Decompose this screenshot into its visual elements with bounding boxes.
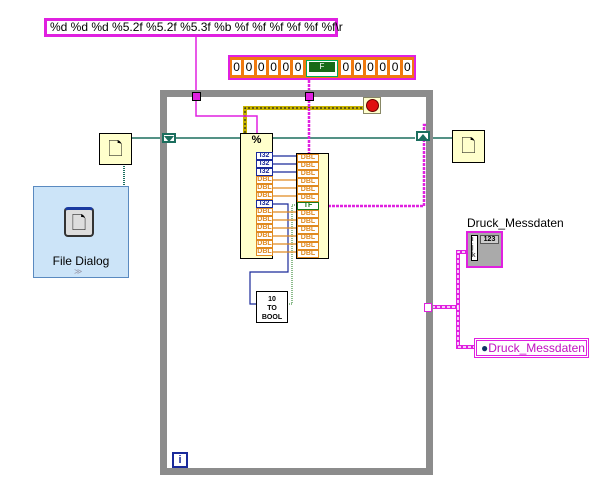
array-element[interactable]: 0 [378, 60, 388, 75]
output-tunnel[interactable] [424, 303, 432, 312]
scan-output-terminal[interactable]: I32 [256, 168, 273, 176]
indicator-label: Druck_Messdaten [467, 216, 564, 230]
array-element[interactable]: 0 [232, 60, 242, 75]
build-array-input-terminal[interactable]: DBL [297, 186, 319, 194]
new-file-icon: 🗋 [108, 139, 123, 159]
node-text: TO [267, 305, 277, 312]
build-array-input-terminal[interactable]: DBL [297, 242, 319, 250]
scan-output-terminal[interactable]: DBL [256, 184, 273, 192]
stop-condition[interactable] [363, 97, 381, 114]
up-arrow-icon [418, 134, 428, 140]
array-element[interactable]: 0 [244, 60, 254, 75]
array-element[interactable]: 0 [365, 60, 376, 75]
scan-output-terminal[interactable]: DBL [256, 240, 273, 248]
scan-output-terminal[interactable]: DBL [256, 176, 273, 184]
array-element[interactable]: 0 [402, 60, 412, 75]
local-variable-label: Druck_Messdaten [488, 341, 585, 355]
array-element[interactable]: 0 [268, 60, 279, 75]
file-dialog-label: File Dialog [52, 254, 110, 268]
node-text: BOOL [261, 314, 283, 321]
build-array-input-terminal[interactable]: DBL [297, 210, 319, 218]
array-tunnel[interactable] [305, 92, 314, 101]
file-dialog-icon: 🗋 [64, 207, 94, 237]
file-dialog-express-vi[interactable]: 🗋 File Dialog ≫ [33, 186, 129, 278]
scan-output-terminal[interactable]: DBL [256, 224, 273, 232]
build-array-input-terminal[interactable]: DBL [297, 226, 319, 234]
numeric-type-icon: 123 [480, 235, 499, 244]
array-element[interactable]: 0 [281, 60, 291, 75]
array-element[interactable]: 0 [390, 60, 400, 75]
loop-iteration-terminal[interactable]: i [172, 452, 188, 468]
open-file-node[interactable]: 🗋 [99, 133, 132, 165]
build-array-input-terminal[interactable]: DBL [297, 234, 319, 242]
string-tunnel[interactable] [192, 92, 201, 101]
scan-output-terminal[interactable]: DBL [256, 208, 273, 216]
globe-icon: ● [481, 341, 489, 355]
array-element[interactable]: 0 [341, 60, 351, 75]
stop-icon [365, 99, 379, 112]
build-array-input-terminal[interactable]: DBL [297, 178, 319, 186]
node-text: 10 [268, 296, 276, 303]
shift-register-right[interactable] [416, 131, 430, 141]
local-variable[interactable]: ●Druck_Messdaten [474, 338, 589, 358]
scan-output-terminal[interactable]: DBL [256, 192, 273, 200]
close-file-icon: 🗋 [461, 136, 476, 156]
scan-output-terminal[interactable]: I32 [256, 160, 273, 168]
build-array-input-terminal[interactable]: DBL [297, 194, 319, 202]
number-to-boolean-array-node[interactable]: 10 TO BOOL [256, 291, 288, 323]
array-element[interactable]: 0 [293, 60, 303, 75]
build-array-input-terminal[interactable]: DBL [297, 218, 319, 226]
scan-output-terminal[interactable]: DBL [256, 232, 273, 240]
build-array-input-terminal[interactable]: DBL [297, 170, 319, 178]
scan-output-terminal[interactable]: DBL [256, 248, 273, 256]
scan-output-terminal[interactable]: I32 [256, 152, 273, 160]
build-array-input-terminal[interactable]: DBL [297, 250, 319, 258]
shift-register-left[interactable] [162, 133, 176, 143]
down-arrow-icon [164, 136, 174, 142]
build-array-input-terminal[interactable]: DBL [297, 162, 319, 170]
build-array-input-terminal[interactable]: DBL [297, 154, 319, 162]
scan-output-terminal[interactable]: I32 [256, 200, 273, 208]
build-array-input-terminal[interactable]: TF [297, 202, 319, 210]
boolean-value: F [308, 62, 336, 72]
close-file-node[interactable]: 🗋 [452, 130, 485, 163]
scan-header: % [251, 134, 262, 146]
array-constant[interactable]: 0 0 0 0 0 0 F 0 0 0 0 0 0 [228, 55, 416, 80]
array-element[interactable]: 0 [353, 60, 363, 75]
while-loop[interactable] [160, 90, 433, 475]
array-element[interactable]: 0 [256, 60, 266, 75]
expand-chevron-icon[interactable]: ≫ [74, 267, 83, 276]
format-string-constant[interactable]: %d %d %d %5.2f %5.2f %5.3f %b %f %f %f %… [44, 18, 343, 37]
boolean-constant[interactable]: F [305, 60, 339, 77]
scan-output-terminal[interactable]: DBL [256, 216, 273, 224]
